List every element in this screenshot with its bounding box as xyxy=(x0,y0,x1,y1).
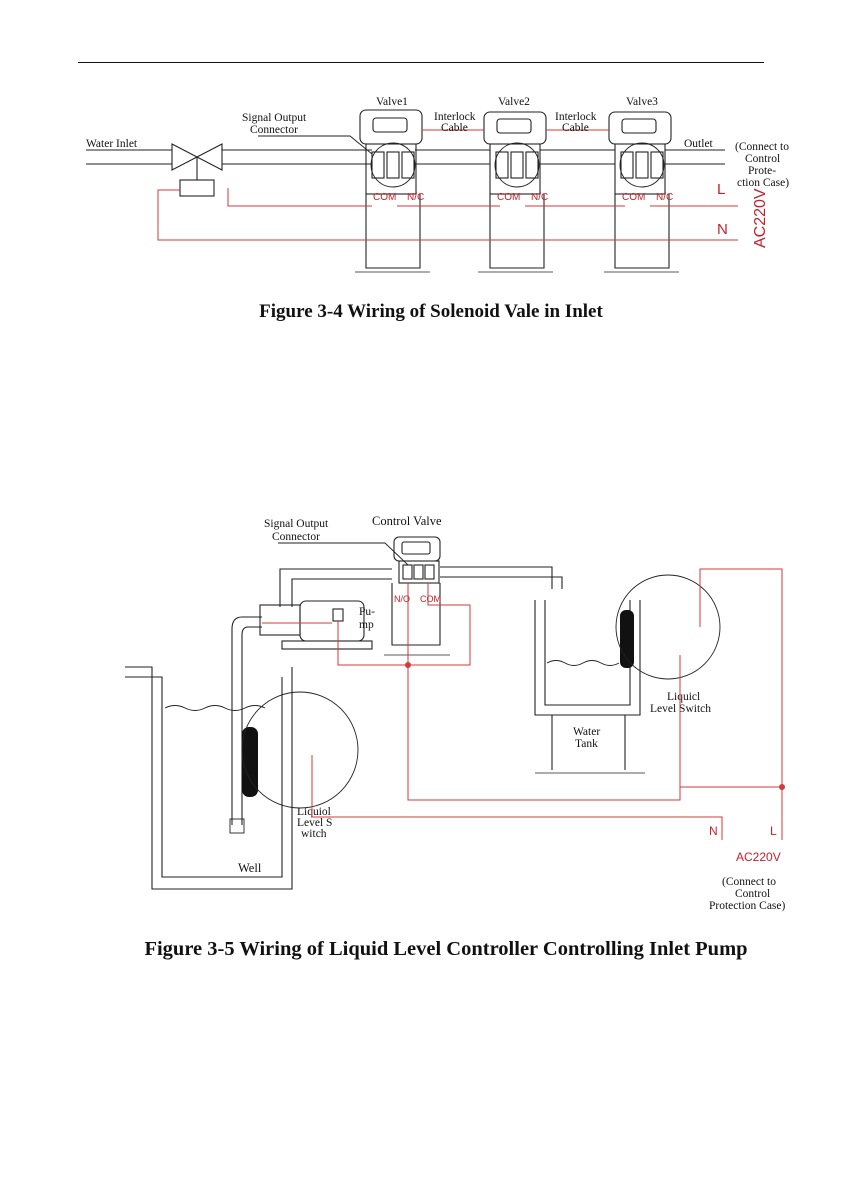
pump-pipe-inner xyxy=(291,578,392,607)
suction-pipe xyxy=(231,616,262,825)
protection-note-1: (Connect to xyxy=(722,876,776,888)
signal-output-label: Signal Output xyxy=(242,112,307,124)
left-switch-callout xyxy=(241,691,359,809)
left-switch-label-3: witch xyxy=(301,828,327,840)
well xyxy=(125,666,293,890)
ac-wiring xyxy=(262,568,785,840)
valve2-label: Valve2 xyxy=(498,96,530,108)
valve2-com-label: COM xyxy=(497,192,520,203)
valve2-nc-label: N/C xyxy=(531,192,548,203)
ac-wiring xyxy=(157,188,738,241)
ac220v-label: AC220V xyxy=(752,188,769,248)
com-label: COM xyxy=(420,594,441,604)
water-inlet-label: Water Inlet xyxy=(86,138,138,150)
signal-connector-label: Connector xyxy=(272,531,320,543)
outlet-pipe xyxy=(440,566,553,589)
interlock-cable-label-1: Cable xyxy=(441,122,468,134)
pump-pipe xyxy=(279,568,392,607)
right-switch-label-2: Level Switch xyxy=(650,703,711,715)
protection-note-4: ction Case) xyxy=(737,177,789,189)
valve1-com-label: COM xyxy=(373,192,396,203)
control-valve-label: Control Valve xyxy=(372,514,442,528)
solenoid-valve-icon xyxy=(171,143,223,197)
no-label: N/O xyxy=(394,594,410,604)
water-tank-label-1: Water xyxy=(573,726,600,738)
right-switch-callout xyxy=(615,574,721,680)
valve1-body xyxy=(355,109,430,273)
pump-label-2: mp xyxy=(359,619,374,631)
left-switch-label-1: Liquiol xyxy=(297,806,331,818)
outlet-pipe-inner xyxy=(440,576,563,589)
protection-note-2: Control xyxy=(745,153,780,165)
live-l-label: L xyxy=(770,824,777,838)
interlock-label-2: Interlock xyxy=(555,111,597,123)
foot-valve xyxy=(229,818,245,834)
valve1-label: Valve1 xyxy=(376,96,408,108)
inlet-pipe xyxy=(86,149,725,165)
signal-connector-leader xyxy=(258,135,373,155)
suction-pipe-inner xyxy=(241,626,262,825)
pump-label-1: Pu- xyxy=(359,606,375,618)
signal-output-label: Signal Output xyxy=(264,518,329,530)
water-tank-label-2: Tank xyxy=(575,738,598,750)
valve3-com-label: COM xyxy=(622,192,645,203)
protection-note-2: Control xyxy=(735,888,770,900)
live-l-label: L xyxy=(717,181,725,198)
protection-note-3: Protection Case) xyxy=(709,900,785,912)
neutral-n-label: N xyxy=(709,824,718,838)
neutral-n-label: N xyxy=(717,221,728,238)
water-tank xyxy=(534,600,645,774)
valve2-body xyxy=(478,111,553,273)
interlock-cable-label-2: Cable xyxy=(562,122,589,134)
valve3-body xyxy=(604,111,679,273)
valve1-nc-label: N/C xyxy=(407,192,424,203)
right-switch-label-1: Liquicl xyxy=(667,691,700,703)
protection-note-3: Prote- xyxy=(748,165,776,177)
well-label: Well xyxy=(238,861,262,875)
ac220v-label: AC220V xyxy=(736,850,781,864)
liquid-level-wiring-diagram: Pu- mp Well Liquiol Level S witch Water … xyxy=(125,514,785,912)
left-switch-label-2: Level S xyxy=(297,817,332,829)
left-float xyxy=(242,727,258,797)
pump-icon xyxy=(259,600,373,650)
protection-note-1: (Connect to xyxy=(735,141,789,153)
outlet-label: Outlet xyxy=(684,138,714,150)
valve3-label: Valve3 xyxy=(626,96,658,108)
signal-connector-leader xyxy=(278,542,409,566)
figure-3-5-caption: Figure 3-5 Wiring of Liquid Level Contro… xyxy=(144,938,748,960)
valve3-nc-label: N/C xyxy=(656,192,673,203)
interlock-label-1: Interlock xyxy=(434,111,476,123)
page-header-rule xyxy=(78,62,764,63)
figure-3-4-caption: Figure 3-4 Wiring of Solenoid Vale in In… xyxy=(259,301,603,322)
solenoid-wiring-diagram: Water Inlet Signal Output Connector Valv… xyxy=(86,96,789,273)
control-valve-body xyxy=(384,536,450,656)
signal-connector-label: Connector xyxy=(250,124,298,136)
